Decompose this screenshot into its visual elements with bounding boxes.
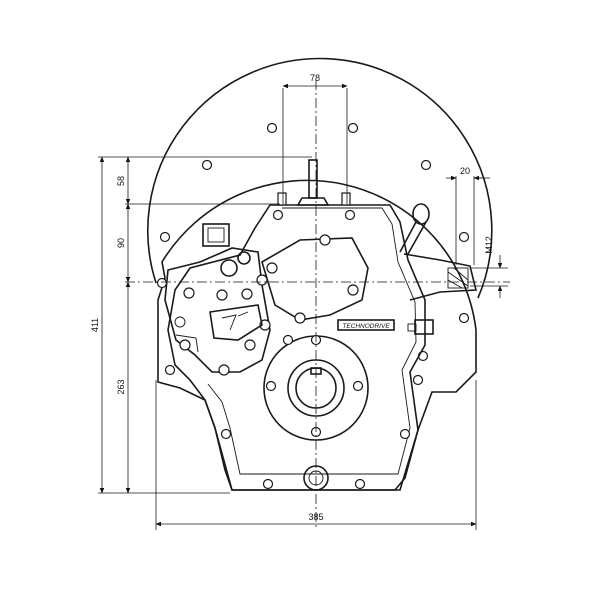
top-shaft [277,159,351,206]
dim-bolt-offset: 20 [460,166,470,176]
flange-housing [146,57,493,491]
flange-bolt-holes [156,122,470,376]
dim-lower-height: 263 [116,379,126,394]
dim-total-height: 411 [90,318,100,332]
lower-body-bolts [220,374,424,490]
dim-thread: M12 [484,236,494,254]
dim-total-width: 385 [308,512,323,522]
dim-top-width: 78 [310,73,320,83]
dim-mid-height: 90 [116,238,126,248]
dim-upper-height: 58 [116,176,126,186]
dimension-lines [98,83,508,530]
lifting-eye [399,203,430,255]
control-valve-block [164,223,271,376]
fitting-cap [407,319,434,335]
gearbox-body [167,204,426,491]
center-lines [125,80,510,530]
cover-plate [261,209,369,324]
side-bracket [403,253,478,301]
dimension-labels: 78 20 M12 58 90 263 411 385 [90,73,494,522]
brand-plate-text: TECHNODRIVE [342,323,390,330]
brand-plate: TECHNODRIVE [337,319,395,331]
